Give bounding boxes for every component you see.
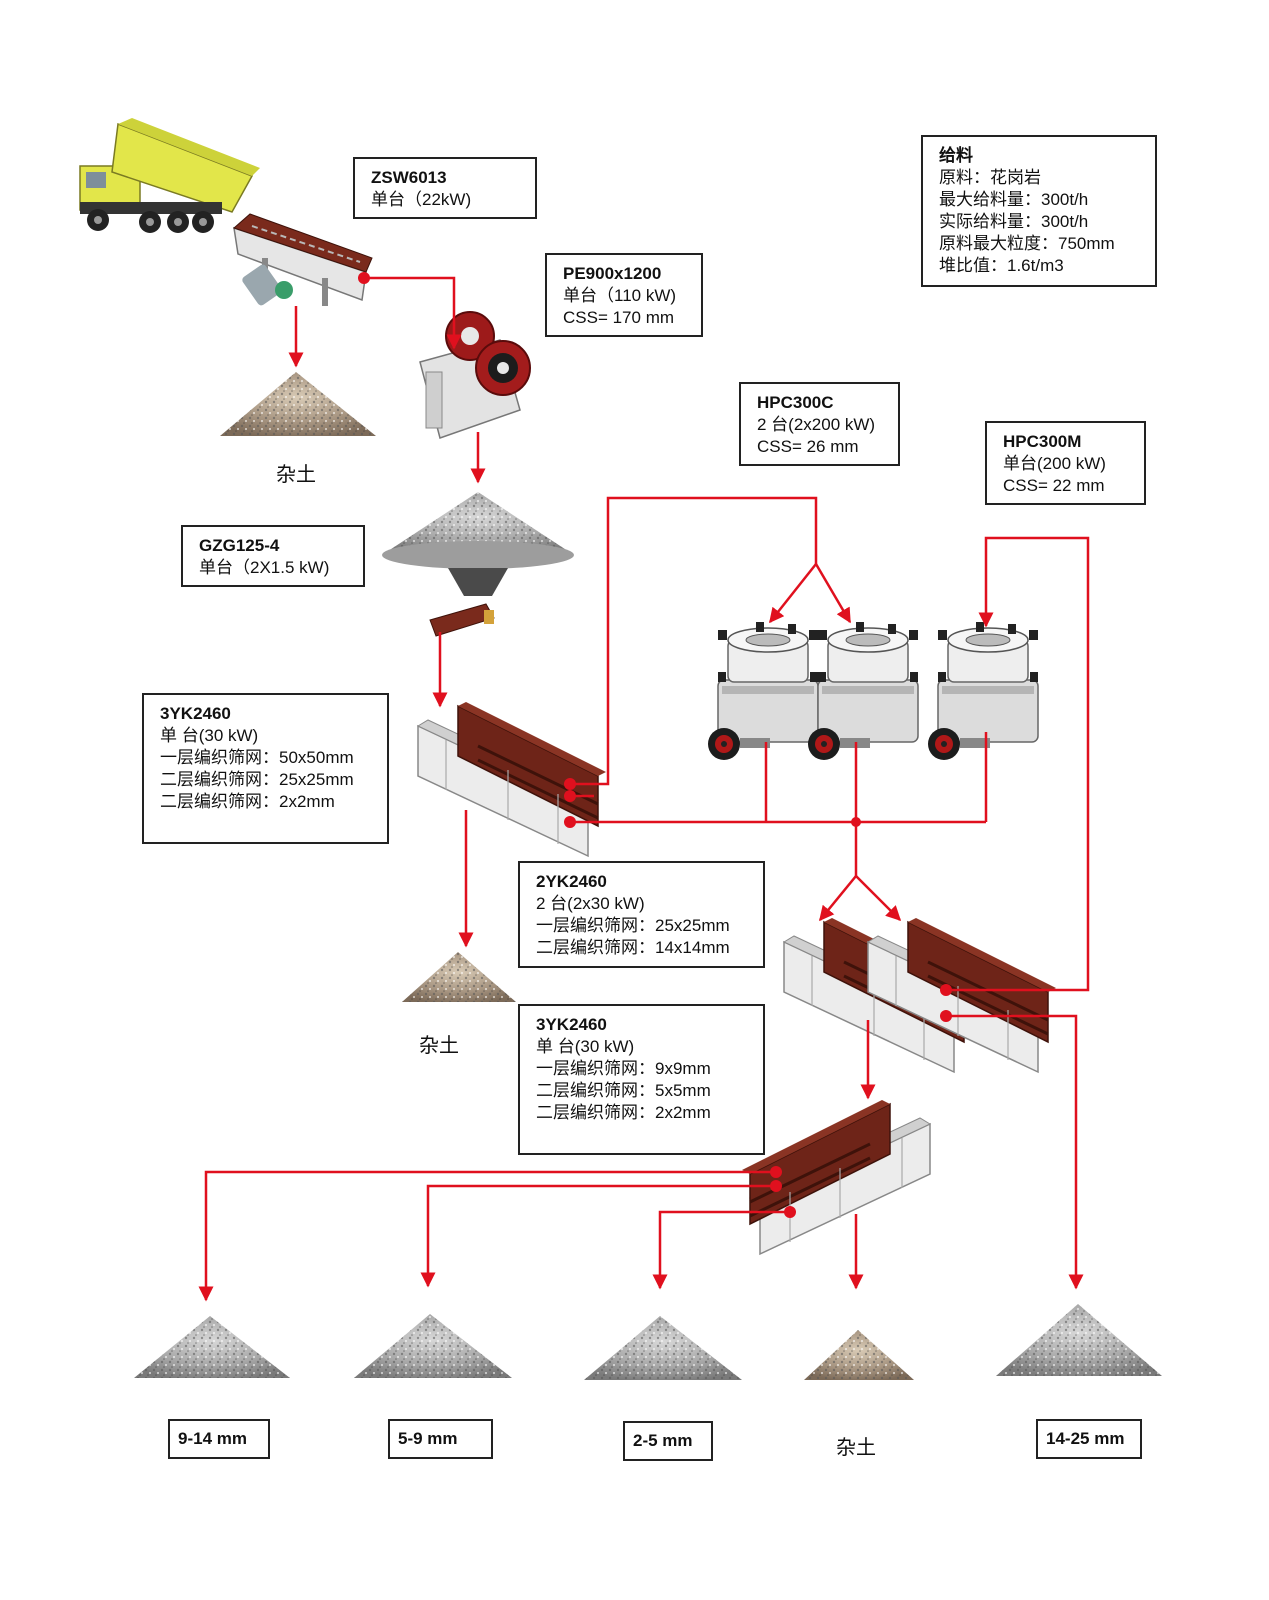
flow-hpc300c-right: [814, 563, 852, 624]
hpc300c-line: 2 台(2x200 kW): [757, 415, 876, 434]
surge-stockpile-icon: [382, 492, 574, 596]
screen2-line: 一层编织筛网：25x25mm: [536, 916, 730, 935]
screen3-line: 一层编织筛网：9x9mm: [536, 1059, 711, 1078]
hpc300m-line: 单台(200 kW): [1003, 454, 1106, 473]
flow-to-product-14-25: [946, 1014, 1084, 1290]
waste-soil-label: 杂土: [276, 462, 316, 486]
jaw-crusher-icon: [419, 311, 531, 439]
hpc300m-label-box: HPC300M 单台(200 kW) CSS= 22 mm: [985, 421, 1146, 505]
feed-line: 最大给料量：300t/h: [939, 190, 1089, 209]
screen1-line: 单 台(30 kW): [160, 726, 259, 745]
flow-feeder-to-jaw: [364, 276, 462, 350]
pe-line: CSS= 170 mm: [563, 308, 675, 327]
zsw-title: ZSW6013: [371, 168, 447, 187]
screen3-line: 二层编织筛网：5x5mm: [536, 1081, 711, 1100]
product-9-14-label: 9-14 mm: [168, 1419, 270, 1459]
flow-lines: [198, 276, 1090, 1302]
waste-soil-label: 杂土: [419, 1033, 459, 1057]
feed-info-box: 给料 原料：花岗岩 最大给料量：300t/h 实际给料量：300t/h 原料最大…: [921, 135, 1157, 287]
flow-to-product-2-5: [652, 1210, 790, 1290]
screen1-line: 二层编织筛网：25x25mm: [160, 770, 354, 789]
hpc300c-line: CSS= 26 mm: [757, 437, 859, 456]
zsw-line: 单台（22kW): [371, 190, 472, 209]
screen1-label-box: 3YK2460 单 台(30 kW) 一层编织筛网：50x50mm 二层编织筛网…: [142, 693, 389, 844]
screen1-line: 一层编织筛网：50x50mm: [160, 748, 354, 767]
gzg-feeder-icon: [429, 603, 495, 637]
gzg-title: GZG125-4: [199, 536, 280, 555]
gzg-line: 单台（2X1.5 kW): [199, 558, 330, 577]
pe-title: PE900x1200: [563, 264, 662, 283]
pe-line: 单台（110 kW): [563, 286, 677, 305]
screen2-line: 二层编织筛网：14x14mm: [536, 938, 730, 957]
product-5-9-label: 5-9 mm: [388, 1419, 493, 1459]
feed-title: 给料: [939, 146, 973, 165]
stockpile-icon: [134, 372, 1162, 1380]
hpc300c-label-box: HPC300C 2 台(2x200 kW) CSS= 26 mm: [739, 382, 900, 466]
screen1-title: 3YK2460: [160, 704, 231, 723]
flow-split-left: [819, 875, 857, 922]
zsw-label-box: ZSW6013 单台（22kW): [353, 157, 537, 219]
feed-line: 原料最大粒度：750mm: [939, 234, 1115, 253]
vibrating-feeder-icon: [233, 213, 373, 306]
screen1-line: 二层编织筛网：2x2mm: [160, 792, 335, 811]
gzg-label-box: GZG125-4 单台（2X1.5 kW): [181, 525, 365, 587]
flow-split-right: [855, 875, 902, 922]
screen2-title: 2YK2460: [536, 872, 607, 891]
flow-nodes: [358, 272, 952, 1218]
dump-truck-icon: [79, 118, 260, 233]
flow-to-product-5-9: [420, 1184, 776, 1288]
hpc300c-title: HPC300C: [757, 393, 834, 412]
screen3-line: 二层编织筛网：2x2mm: [536, 1103, 711, 1122]
flow-hpc300c-left: [769, 563, 817, 624]
pe-label-box: PE900x1200 单台（110 kW) CSS= 170 mm: [545, 253, 703, 337]
waste-soil-label: 杂土: [836, 1435, 876, 1459]
cone-crusher-icon: [707, 621, 1039, 761]
feed-line: 实际给料量：300t/h: [939, 212, 1089, 231]
flow-to-product-9-14: [198, 1170, 776, 1302]
screen3-title: 3YK2460: [536, 1015, 607, 1034]
flow-screen1-to-hpc300c: [570, 496, 818, 786]
screen3-label-box: 3YK2460 单 台(30 kW) 一层编织筛网：9x9mm 二层编织筛网：5…: [518, 1004, 765, 1155]
hpc300m-title: HPC300M: [1003, 432, 1082, 451]
hpc300m-line: CSS= 22 mm: [1003, 476, 1105, 495]
screen3-line: 单 台(30 kW): [536, 1037, 635, 1056]
product-2-5-label: 2-5 mm: [623, 1421, 713, 1461]
feed-line: 堆比值：1.6t/m3: [939, 256, 1064, 275]
flow-recirc-hpc300m: [946, 536, 1090, 992]
feed-line: 原料：花岗岩: [939, 168, 1041, 187]
product-14-25-label: 14-25 mm: [1036, 1419, 1142, 1459]
screen2-label-box: 2YK2460 2 台(2x30 kW) 一层编织筛网：25x25mm 二层编织…: [518, 861, 765, 968]
screen2-line: 2 台(2x30 kW): [536, 894, 645, 913]
